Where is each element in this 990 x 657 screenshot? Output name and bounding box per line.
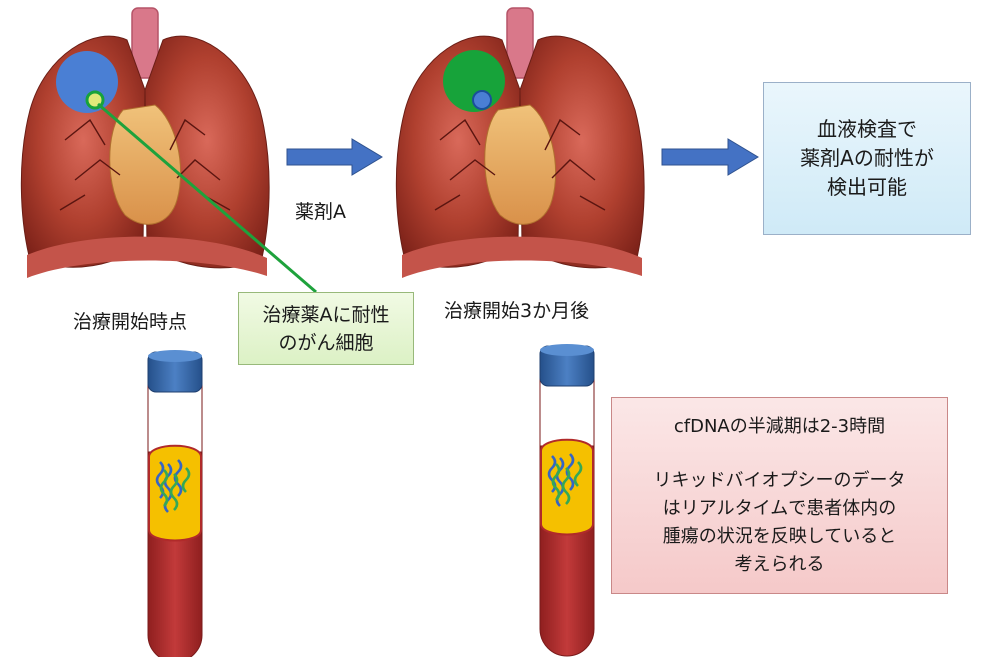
note-line-2: はリアルタイムで患者体内の: [663, 495, 896, 523]
susceptible-cell-marker: [473, 91, 491, 109]
resistant-cell-callout: 治療薬Aに耐性 のがん細胞: [238, 292, 414, 365]
note-line-1: リキッドバイオプシーのデータ: [654, 467, 906, 495]
blood-tube-before: [148, 350, 202, 657]
arrow-treatment: [287, 139, 382, 175]
note-title: cfDNAの半減期は2-3時間: [674, 413, 885, 441]
note-line-3: 腫瘍の状況を反映していると: [663, 523, 896, 551]
cfdna-note-box: cfDNAの半減期は2-3時間 リキッドバイオプシーのデータ はリアルタイムで患…: [611, 397, 948, 594]
result-line-2: 薬剤Aの耐性が: [800, 144, 934, 173]
detection-result-box: 血液検査で 薬剤Aの耐性が 検出可能: [763, 82, 971, 235]
resistant-cell-line-1: 治療薬Aに耐性: [263, 301, 390, 329]
time-before-label: 治療開始時点: [73, 307, 187, 334]
blood-tube-after: [540, 344, 594, 656]
resistant-cell-line-2: のがん細胞: [278, 329, 373, 357]
result-line-1: 血液検査で: [817, 115, 917, 144]
time-after-label: 治療開始3か月後: [444, 296, 589, 323]
lungs-after: [396, 8, 644, 278]
arrow-detection: [662, 139, 758, 175]
result-line-3: 検出可能: [827, 173, 907, 202]
drug-label: 薬剤A: [295, 197, 346, 224]
note-line-4: 考えられる: [735, 551, 825, 579]
